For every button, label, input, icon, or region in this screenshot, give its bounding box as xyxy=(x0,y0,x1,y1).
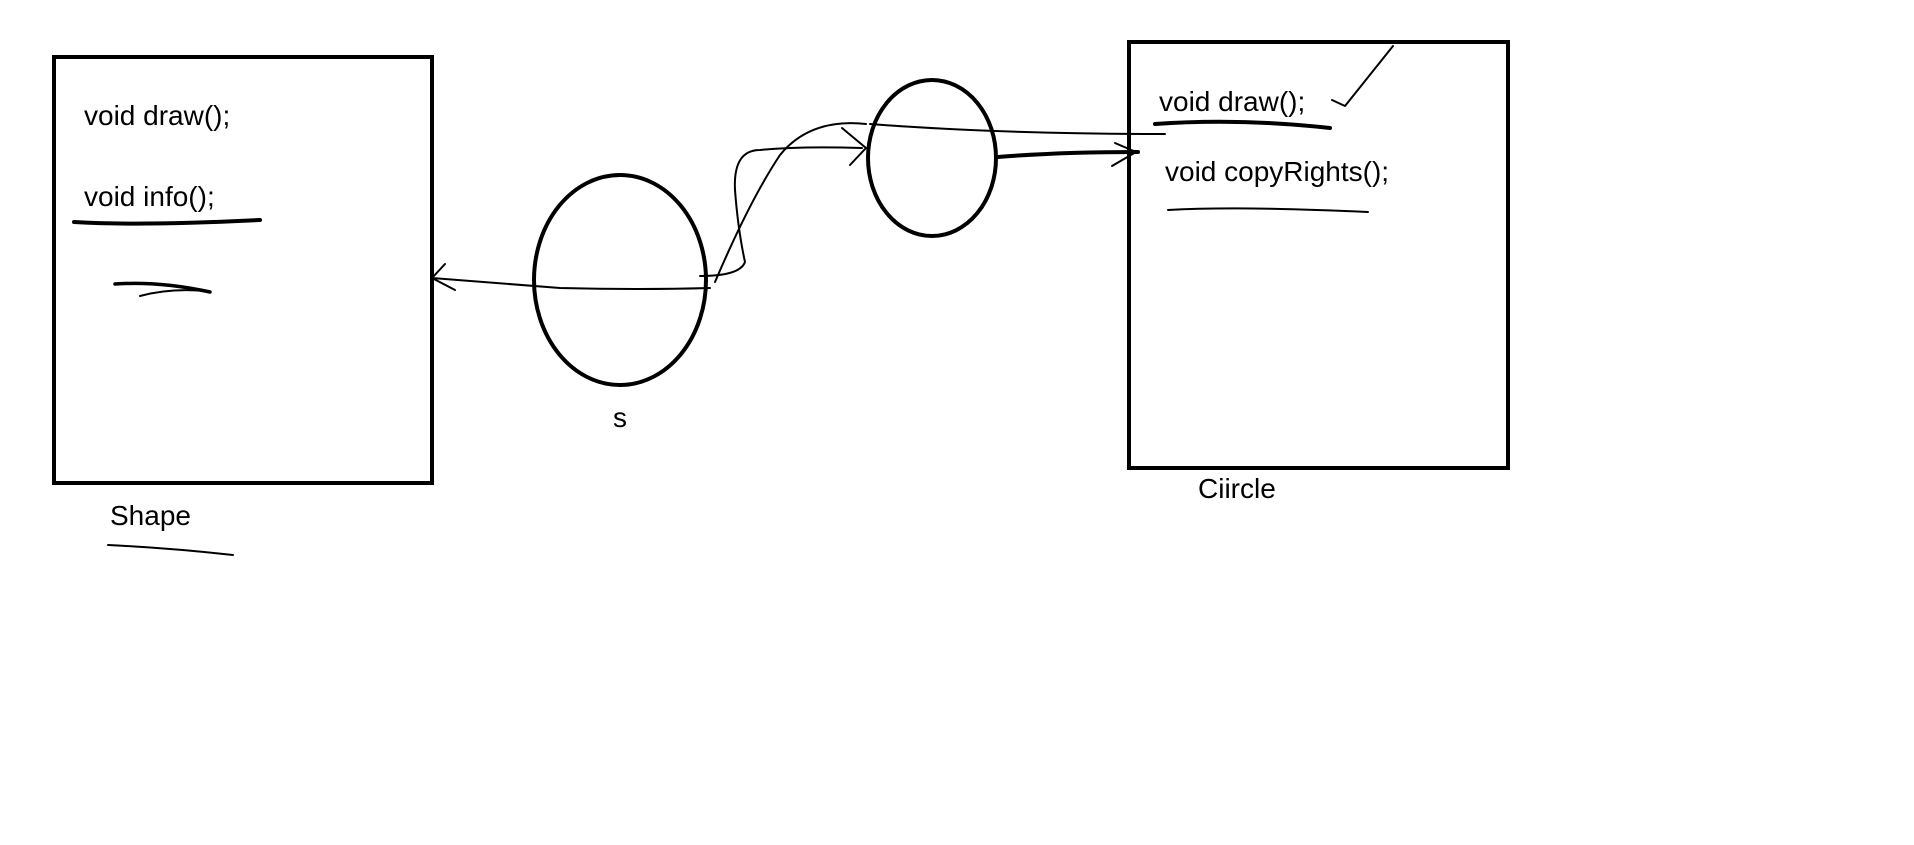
check-mark xyxy=(1331,45,1394,107)
arrow-head-object xyxy=(841,127,867,166)
arrow-head-circle xyxy=(1111,142,1137,167)
arrow-reference-to-object xyxy=(699,146,863,277)
reference-label: s xyxy=(613,402,627,433)
arrow-reference-to-shape xyxy=(431,277,711,290)
underline-info xyxy=(72,218,262,226)
circle-method-draw: void draw(); xyxy=(1159,86,1306,117)
underline-copyrights xyxy=(1167,207,1369,213)
shape-method-draw: void draw(); xyxy=(84,100,231,131)
shape-method-info: void info(); xyxy=(84,181,215,212)
reference-oval xyxy=(532,173,708,387)
circle-class-box xyxy=(1127,40,1510,470)
circle-caption: Ciircle xyxy=(1198,473,1276,504)
arrow-object-to-circle xyxy=(996,150,1140,159)
scribble-mark-2 xyxy=(139,289,206,297)
underline-shape-caption xyxy=(107,544,234,556)
shape-caption: Shape xyxy=(110,500,191,531)
arrow-reference-to-object-2 xyxy=(714,122,867,283)
circle-method-copyrights: void copyRights(); xyxy=(1165,156,1390,187)
shape-class-box xyxy=(52,55,434,485)
object-oval xyxy=(866,78,998,238)
underline-circle-draw xyxy=(1153,119,1332,130)
link-object-to-draw xyxy=(869,123,1166,135)
arrow-head-shape xyxy=(431,263,456,291)
